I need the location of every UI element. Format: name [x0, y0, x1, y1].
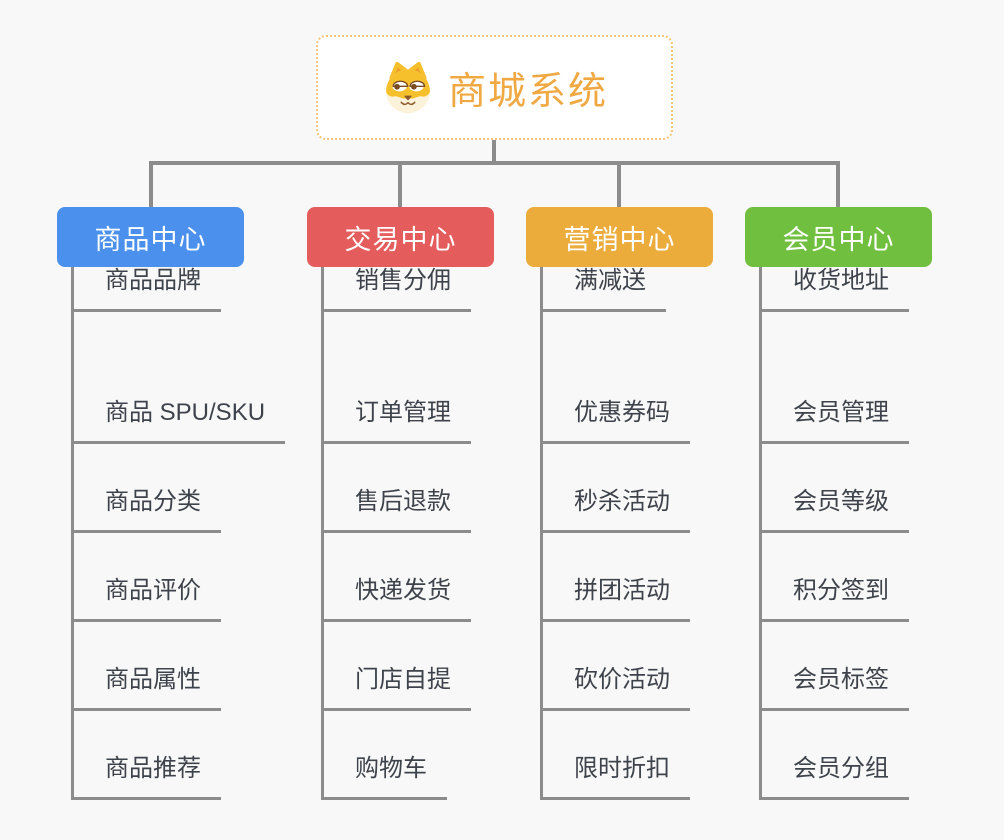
leaf-node[interactable]: 会员等级 — [759, 488, 909, 533]
leaf-node[interactable]: 商品 SPU/SKU — [71, 399, 286, 444]
branch-label: 会员中心 — [782, 224, 895, 255]
connector-column-line — [321, 267, 324, 800]
leaf-node[interactable]: 快递发货 — [321, 577, 471, 622]
connector-drop-member — [836, 161, 840, 207]
branch-label: 营销中心 — [563, 224, 676, 255]
leaf-node[interactable]: 秒杀活动 — [540, 488, 690, 533]
branch-label: 交易中心 — [344, 224, 457, 255]
leaf-node[interactable]: 拼团活动 — [540, 577, 690, 622]
leaf-node[interactable]: 收货地址 — [759, 267, 909, 312]
leaf-node[interactable]: 会员标签 — [759, 666, 909, 711]
leaf-node[interactable]: 商品评价 — [71, 577, 221, 622]
connector-drop-product — [149, 161, 153, 207]
leaf-node[interactable]: 优惠券码 — [540, 399, 690, 444]
connector-root-drop — [492, 140, 496, 163]
leaf-node[interactable]: 销售分佣 — [321, 267, 471, 312]
leaf-node[interactable]: 商品分类 — [71, 488, 221, 533]
leaf-node[interactable]: 售后退款 — [321, 488, 471, 533]
connector-column-line — [540, 267, 543, 800]
root-title: 商城系统 — [447, 71, 608, 113]
leaf-node[interactable]: 会员管理 — [759, 399, 909, 444]
branch-node-product-center[interactable]: 商品中心 — [57, 207, 244, 267]
connector-drop-marketing — [617, 161, 621, 207]
connector-column-line — [71, 267, 74, 800]
branch-node-marketing-center[interactable]: 营销中心 — [526, 207, 713, 267]
leaf-node[interactable]: 积分签到 — [759, 577, 909, 622]
leaf-node[interactable]: 门店自提 — [321, 666, 471, 711]
leaf-node[interactable]: 会员分组 — [759, 755, 909, 800]
connector-bus — [149, 161, 840, 165]
branch-node-member-center[interactable]: 会员中心 — [745, 207, 932, 267]
root-node[interactable]: 商城系统 — [316, 35, 673, 140]
branch-column-product-center: 商品 SPU/SKU 商品分类 商品评价 商品属性 商品推荐 商品品牌 — [71, 267, 311, 803]
leaf-node[interactable]: 商品推荐 — [71, 755, 221, 800]
leaf-node[interactable]: 商品属性 — [71, 666, 221, 711]
leaf-node[interactable]: 购物车 — [321, 755, 447, 800]
leaf-node[interactable]: 商品品牌 — [71, 267, 221, 312]
branch-label: 商品中心 — [94, 224, 207, 255]
leaf-node[interactable]: 限时折扣 — [540, 755, 690, 800]
leaf-node[interactable]: 满减送 — [540, 267, 666, 312]
leaf-node[interactable]: 订单管理 — [321, 399, 471, 444]
dog-face-icon — [386, 61, 430, 113]
branch-node-trade-center[interactable]: 交易中心 — [307, 207, 494, 267]
connector-drop-trade — [398, 161, 402, 207]
branch-column-trade-center: 订单管理 售后退款 快递发货 门店自提 购物车 销售分佣 — [321, 267, 561, 803]
branch-column-member-center: 会员管理 会员等级 积分签到 会员标签 会员分组 收货地址 — [759, 267, 999, 803]
connector-column-line — [759, 267, 762, 800]
leaf-node[interactable]: 砍价活动 — [540, 666, 690, 711]
branch-column-marketing-center: 优惠券码 秒杀活动 拼团活动 砍价活动 限时折扣 满减送 — [540, 267, 780, 803]
